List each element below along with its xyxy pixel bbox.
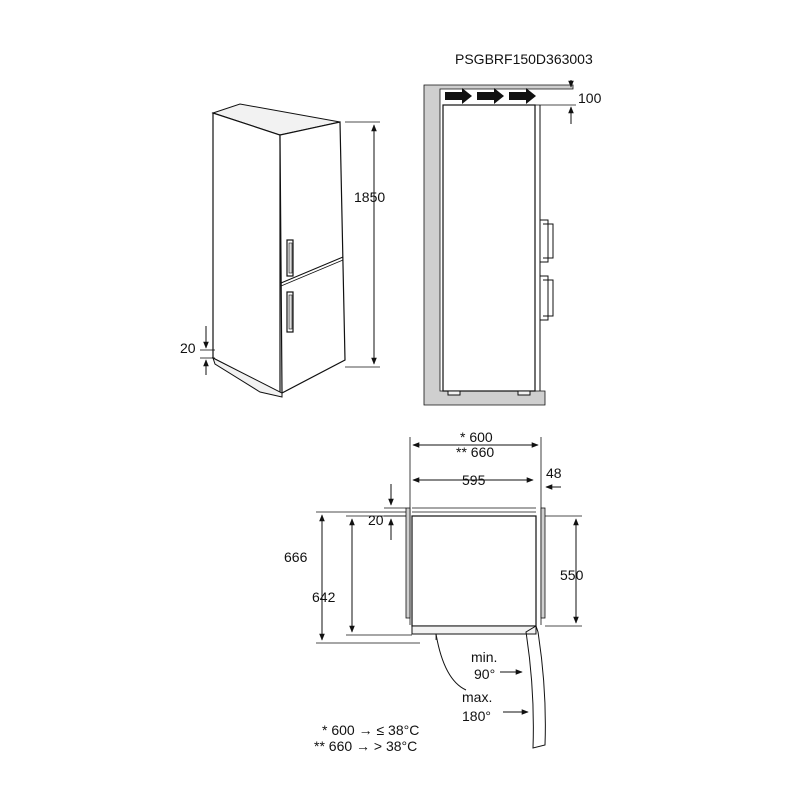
door-max-label: max.	[462, 689, 492, 705]
niche-width-660-label: ** 660	[456, 444, 494, 460]
niche-width-600-label: * 600	[460, 429, 493, 445]
fridge-top-view	[316, 437, 582, 749]
overall-depth-label: 666	[284, 549, 308, 565]
door-max-angle: 180°	[462, 708, 491, 724]
feet-clearance-label: 20	[180, 340, 196, 356]
fridge-3d-view	[200, 103, 380, 398]
door-depth-label: 642	[312, 589, 336, 605]
door-min-label: min.	[471, 649, 497, 665]
climate-note-660: ** 660 → > 38°C	[314, 738, 417, 754]
appliance-width-label: 595	[462, 472, 486, 488]
ventilation-arrows	[445, 88, 536, 104]
door-min-angle: 90°	[474, 666, 495, 682]
top-ventilation-label: 100	[578, 90, 602, 106]
climate-note-600: * 600 → ≤ 38°C	[322, 722, 419, 738]
side-gap-label: 48	[546, 465, 562, 481]
cabinet-depth-label: 550	[560, 567, 584, 583]
door-handles	[286, 239, 294, 333]
fridge-side-section-view	[423, 80, 576, 406]
section-handles	[540, 219, 554, 321]
rear-gap-label: 20	[368, 512, 384, 528]
height-label: 1850	[354, 189, 385, 205]
model-code: PSGBRF150D363003	[455, 51, 593, 67]
